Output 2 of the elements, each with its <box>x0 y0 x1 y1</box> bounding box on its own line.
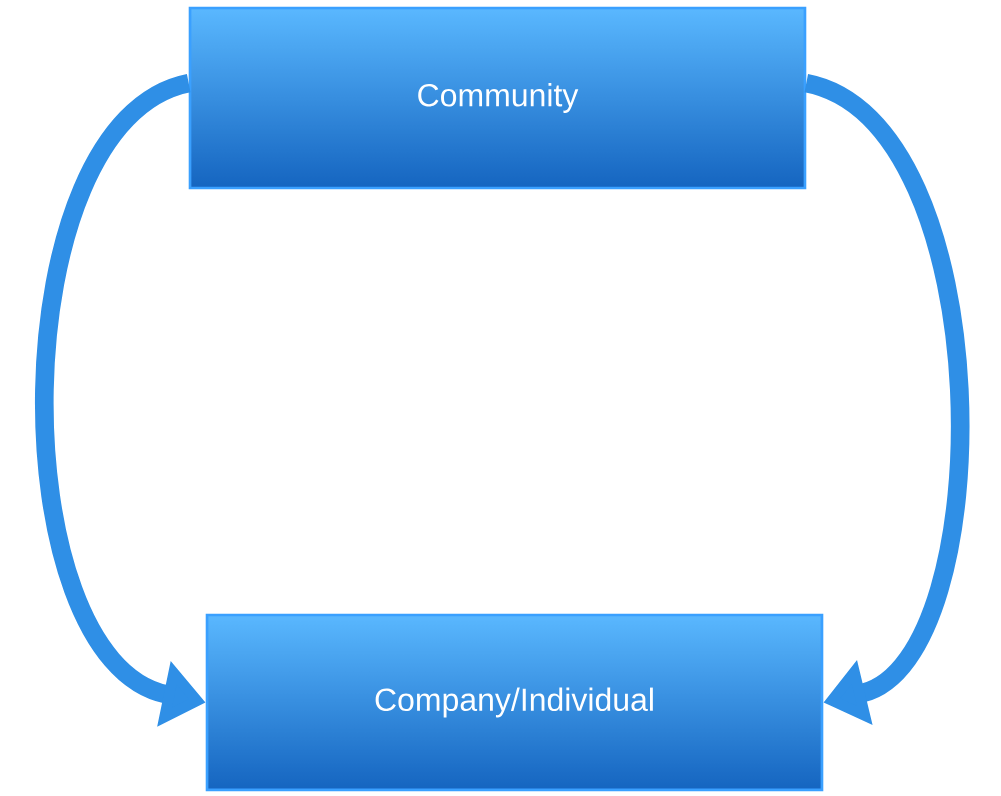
process-box: Company/Individual <box>205 613 824 792</box>
process-box: Community <box>188 6 807 190</box>
